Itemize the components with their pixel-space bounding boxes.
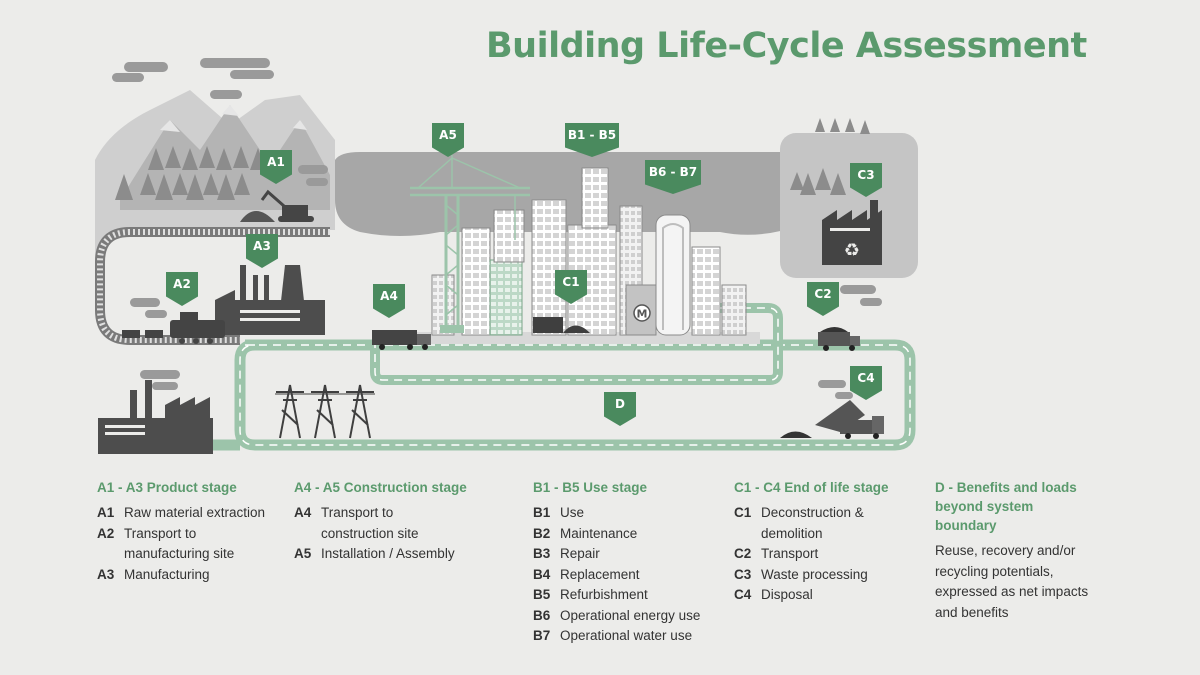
- tag-d[interactable]: D: [604, 392, 636, 426]
- dump-truck: [780, 400, 884, 439]
- legend-heading: B1 - B5 Use stage: [533, 480, 648, 495]
- tag-a2[interactable]: A2: [166, 272, 198, 306]
- city-buildings: M: [431, 167, 747, 336]
- railway-track: [95, 227, 330, 345]
- legend-heading: D - Benefits and loads beyond system bou…: [935, 480, 1077, 533]
- excavator: [240, 189, 314, 222]
- legend-heading: C1 - C4 End of life stage: [734, 480, 889, 495]
- freight-train: [122, 312, 225, 344]
- legend-beyond-system-boundary: D - Benefits and loads beyond system bou…: [935, 478, 1095, 623]
- tag-c2[interactable]: C2: [807, 282, 839, 316]
- tag-c3[interactable]: C3: [850, 163, 882, 197]
- tower-crane: [410, 155, 530, 333]
- recycling-plant: ♻: [822, 200, 882, 265]
- delivery-truck: [372, 330, 431, 350]
- legend-heading: A4 - A5 Construction stage: [294, 480, 467, 495]
- tag-c1[interactable]: C1: [555, 270, 587, 304]
- forest-trees: [115, 118, 870, 200]
- demolition-rubble: [533, 317, 590, 333]
- legend-description: Reuse, recovery and/or recycling potenti…: [935, 543, 1089, 620]
- page-title: Building Life-Cycle Assessment: [486, 26, 1087, 66]
- roads: [210, 303, 916, 451]
- tag-b1-b5[interactable]: B1 - B5: [565, 123, 619, 157]
- tag-a1[interactable]: A1: [260, 150, 292, 184]
- tag-a5[interactable]: A5: [432, 123, 464, 157]
- energy-plant: [98, 380, 213, 454]
- power-pylons: [275, 384, 375, 439]
- clouds: [112, 58, 882, 399]
- waste-truck: [818, 327, 860, 351]
- stage-tags: A1 A3 A2 A4 A5 B1 - B5 B6 - B7 C1 C2 C3 …: [166, 123, 882, 426]
- recycle-icon: ♻: [844, 240, 860, 261]
- tag-b6-b7[interactable]: B6 - B7: [645, 160, 701, 194]
- manufacturing-factory: [215, 265, 325, 335]
- tag-c4[interactable]: C4: [850, 366, 882, 400]
- tag-a3[interactable]: A3: [246, 234, 278, 268]
- legend-heading: A1 - A3 Product stage: [97, 480, 237, 495]
- metro-sign: M: [637, 308, 648, 321]
- tag-a4[interactable]: A4: [373, 284, 405, 318]
